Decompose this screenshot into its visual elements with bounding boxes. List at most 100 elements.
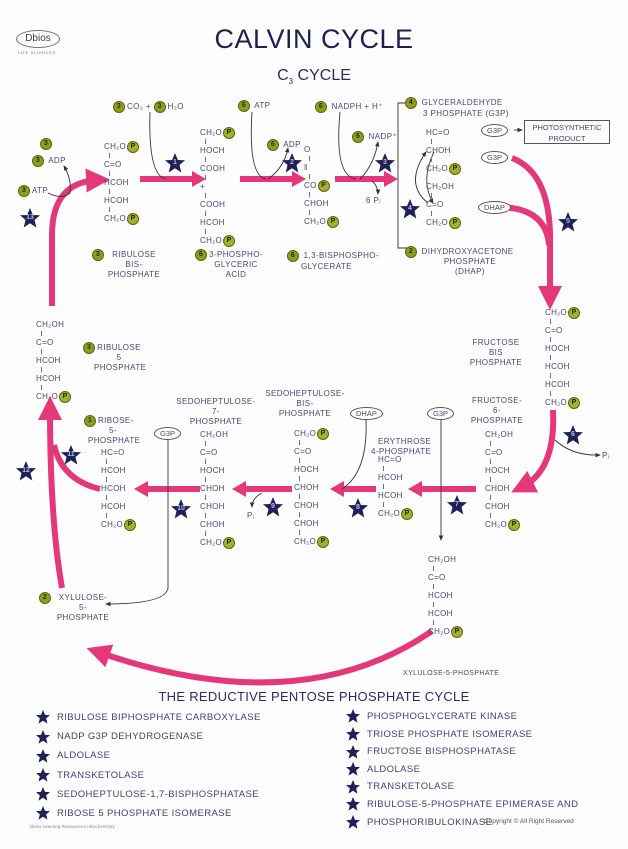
bracket — [397, 102, 410, 249]
xu5p-left-name-text: XYLULOSE-5-PHOSPHATE — [52, 593, 114, 623]
name-line: 6- — [493, 406, 501, 415]
nadph: 6 NADPH + H⁺ — [315, 101, 383, 113]
star-icon — [36, 748, 50, 763]
formula-text: HOCH — [545, 344, 570, 353]
formula-text: HOCH — [200, 466, 225, 475]
formula-text: CH₂O — [426, 164, 449, 174]
enzyme-star-3: 3 — [375, 153, 395, 173]
arrow-step-9 — [232, 481, 292, 497]
formula-text: CH₂O — [294, 429, 317, 439]
enzyme-star-9: 9 — [263, 497, 283, 517]
name-line: SEDOHEPTULOSE- — [265, 389, 345, 398]
arrow-xylulose-return — [86, 628, 434, 686]
g3p-line2: 3 PHOSPHATE (G3P) — [423, 109, 509, 118]
formula-text: CH₂O — [200, 236, 223, 246]
g3p-oval: G3P — [427, 407, 455, 420]
molecule-line: CHOH — [304, 192, 339, 210]
enzyme-star-8: 8 — [348, 498, 368, 518]
star-number: 2 — [290, 159, 294, 166]
formula-text: CHOH — [294, 483, 319, 492]
molecule-line: C=O — [428, 566, 463, 584]
molecule-line: CHOH — [200, 477, 235, 495]
coefficient-badge: 3 — [32, 155, 44, 167]
name-line: ACID — [225, 270, 247, 279]
name-line: PHOSPHATE — [94, 363, 147, 372]
product-line1: PHOTOSYNTHETIC — [532, 123, 602, 132]
dhap-oval: DHAP — [478, 201, 511, 214]
molecule-line: CH₂OH — [36, 319, 71, 331]
s7p-name: SEDOHEPTULOSE-7-PHOSPHATE — [175, 397, 257, 427]
phosphate-badge: P — [508, 519, 521, 531]
legend-item: TRANSKETOLASE — [346, 778, 454, 796]
formula-text: HCOH — [378, 491, 403, 500]
phosphate-badge: P — [568, 307, 581, 319]
name-line: FRUCTOSE — [472, 338, 520, 347]
name-line: RIBULOSE — [97, 343, 141, 352]
formula-text: C=O — [294, 447, 312, 456]
legend-label: TRANSKETOLASE — [57, 769, 145, 781]
name-line: BIS- — [296, 399, 314, 408]
g3p-oval: G3P — [154, 427, 182, 440]
name-line: BIS- — [125, 260, 143, 269]
molecule-line: HOCH — [200, 139, 235, 157]
formula-text: CH₂O — [36, 392, 59, 402]
star-icon — [36, 787, 50, 801]
formula-text: HCOH — [545, 380, 570, 389]
molecule-line: C=O — [104, 153, 139, 171]
coefficient-badge: 6 — [315, 101, 327, 113]
molecule-line: HCOH — [378, 484, 413, 502]
star-icon — [346, 797, 360, 812]
legend-item: PHOSPHOGLYCERATE KINASE — [346, 708, 517, 726]
atp-label: ATP — [254, 101, 271, 111]
coefficient-badge: 6 — [352, 131, 364, 143]
enzyme-star-7: 7 — [447, 495, 467, 515]
star-number: 9 — [271, 503, 275, 510]
g3p-line1: GLYCERALDEHYDE — [421, 98, 503, 108]
adp-3: 3 ADP — [32, 155, 66, 167]
arrow-step-2 — [240, 171, 306, 187]
f6p-name: FRUCTOSE-6-PHOSPHATE — [468, 396, 526, 426]
formula-text: CH₂O — [294, 537, 317, 547]
molecule-line: CHOH — [426, 139, 461, 157]
formula-text: HCOH — [101, 502, 126, 511]
formula-text: CH₂O — [426, 218, 449, 228]
molecule-line: HC=O — [378, 454, 413, 466]
arrow-step-8 — [330, 481, 376, 497]
arrow-step-6 — [511, 409, 557, 493]
arrow-step-11 — [51, 444, 101, 492]
molecule-line: COOH — [200, 157, 235, 175]
name-line: 5- — [109, 426, 117, 435]
legend-label: RIBULOSE-5-PHOSPHATE EPIMERASE AND — [367, 799, 579, 810]
molecule-line: O — [304, 144, 339, 156]
molecule-line: ‖ — [304, 156, 339, 174]
name-line: PHOSPHATE — [189, 417, 243, 426]
coefficient-badge: 2 — [39, 592, 51, 604]
star-icon — [36, 768, 50, 782]
formula-text: COOH — [200, 200, 226, 209]
formula-text: CHOH — [485, 484, 510, 493]
molecule-line: C=O — [426, 193, 461, 211]
phosphate-badge: P — [59, 391, 72, 403]
g3p-oval: G3P — [481, 151, 509, 164]
formula-text: HOCH — [485, 466, 510, 475]
name-line: RIBOSE- — [98, 416, 134, 426]
formula-text: CHOH — [485, 502, 510, 511]
molecule-line: CHOH — [294, 494, 329, 512]
molecule-line: HCOH — [36, 367, 71, 385]
subtitle-sub: 3 — [288, 77, 294, 87]
coefficient-badge: 3 — [18, 185, 30, 197]
formula-text: CH₂OH — [485, 430, 514, 439]
phosphate-badge: P — [317, 536, 330, 548]
molecule-line: HCOH — [545, 373, 580, 391]
formula-text: CH₂O — [378, 509, 401, 519]
formula-text: CHOH — [200, 484, 225, 493]
coefficient-badge: 6 — [267, 139, 279, 151]
g3p-oval-product: G3P — [481, 124, 509, 137]
